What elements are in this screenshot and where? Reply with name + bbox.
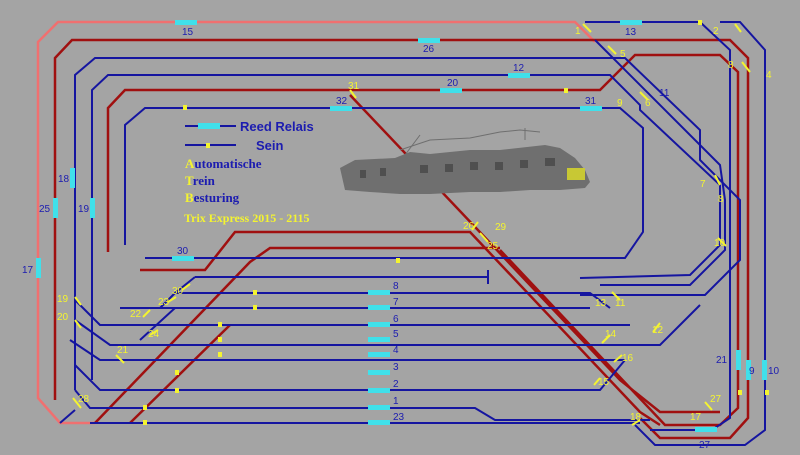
switch-label-29: 29: [495, 222, 507, 233]
switch-label-30: 30: [172, 286, 184, 297]
switch-label-25: 25: [487, 241, 499, 252]
switch-label-11a: 11: [659, 88, 670, 99]
switch-label-18: 18: [630, 412, 642, 423]
reed-label-19: 19: [78, 204, 90, 215]
switch-label-8: 8: [718, 194, 724, 205]
legend-reed-swatch: [198, 123, 220, 129]
title-line-3: Besturing: [185, 190, 240, 205]
reed-relais-9: [746, 360, 751, 380]
reed-relais-track-8: [368, 290, 390, 295]
reed-relais-19: [90, 198, 95, 218]
reed-relais-27: [695, 427, 717, 432]
switch-label-28: 28: [78, 394, 90, 405]
reed-relais-track-2: [368, 388, 390, 393]
reed-label-2: 2: [393, 379, 399, 390]
switch-label-19: 19: [57, 294, 69, 305]
reed-relais-group: [36, 20, 767, 432]
switch-label-17: 17: [690, 412, 702, 423]
switch-label-22: 22: [130, 309, 142, 320]
reed-relais-track-3: [368, 370, 390, 375]
switch-label-16: 16: [622, 353, 634, 364]
switch-label-14: 14: [605, 329, 617, 340]
switch-label-13: 13: [595, 298, 607, 309]
reed-label-12: 12: [513, 63, 525, 74]
locomotive-image: [340, 128, 590, 194]
switch-label-8b: 8: [728, 60, 734, 71]
reed-relais-track-1: [368, 405, 390, 410]
reed-relais-30: [172, 256, 194, 261]
reed-relais-21: [736, 350, 741, 370]
switch-label-11b: 11: [615, 298, 626, 309]
reed-label-25: 25: [39, 204, 51, 215]
switch-mark-group: [72, 23, 751, 426]
reed-label-21: 21: [716, 355, 728, 366]
signal-group: [143, 20, 769, 425]
reed-relais-26: [418, 38, 440, 43]
title-line-2: Trein: [185, 173, 216, 188]
track-blue-group: [59, 21, 766, 446]
switch-label-1: 1: [575, 26, 581, 37]
switch-label-20: 20: [57, 312, 69, 323]
reed-label-3: 3: [393, 362, 399, 373]
reed-relais-15: [175, 20, 197, 25]
reed-label-1: 1: [393, 396, 399, 407]
switch-label-6: 6: [645, 98, 651, 109]
reed-relais-track-23: [368, 420, 390, 425]
reed-relais-10: [762, 360, 767, 380]
reed-relais-track-5: [368, 337, 390, 342]
switch-label-5: 5: [620, 49, 626, 60]
reed-label-4: 4: [393, 345, 399, 356]
reed-relais-31: [580, 106, 602, 111]
reed-relais-25: [53, 198, 58, 218]
reed-label-8: 8: [393, 281, 399, 292]
reed-label-9: 9: [749, 366, 755, 377]
reed-label-18: 18: [58, 174, 70, 185]
track-outer-salmon: [36, 20, 596, 425]
reed-relais-track-4: [368, 352, 390, 357]
reed-label-7: 7: [393, 297, 399, 308]
reed-relais-track-7: [368, 305, 390, 310]
reed-relais-32: [330, 106, 352, 111]
reed-label-30: 30: [177, 246, 189, 257]
reed-label-31: 31: [585, 96, 597, 107]
switch-label-10: 10: [714, 238, 726, 249]
reed-label-17: 17: [22, 265, 34, 276]
reed-relais-track-6: [368, 322, 390, 327]
switch-label-15: 15: [598, 377, 610, 388]
legend-reed-label: Reed Relais: [240, 119, 314, 134]
reed-relais-18: [70, 168, 75, 188]
switch-label-7: 7: [700, 179, 706, 190]
reed-label-32: 32: [336, 96, 348, 107]
switch-label-27: 27: [710, 394, 722, 405]
reed-relais-17: [36, 258, 41, 278]
reed-relais-20: [440, 88, 462, 93]
switch-label-12: 12: [652, 325, 664, 336]
switch-label-21: 21: [117, 345, 129, 356]
subtitle: Trix Express 2015 - 2115: [184, 211, 310, 225]
switch-label-2: 2: [713, 26, 719, 37]
reed-label-15: 15: [182, 27, 194, 38]
title-line-1: Automatische: [185, 156, 262, 171]
reed-relais-13: [620, 20, 642, 25]
switch-label-24: 24: [148, 329, 160, 340]
switch-label-23: 23: [158, 297, 170, 308]
reed-label-13: 13: [625, 27, 637, 38]
legend-sein-label: Sein: [256, 138, 284, 153]
reed-label-27: 27: [699, 440, 711, 451]
reed-label-26: 26: [423, 44, 435, 55]
reed-relais-12: [508, 73, 530, 78]
switch-label-26: 26: [463, 221, 475, 232]
switch-label-9: 9: [617, 98, 623, 109]
switch-label-31: 31: [348, 81, 360, 92]
reed-label-5: 5: [393, 329, 399, 340]
reed-label-10: 10: [768, 366, 780, 377]
reed-label-23: 23: [393, 412, 405, 423]
legend-sein-swatch: [206, 143, 210, 148]
switch-label-4: 4: [766, 70, 772, 81]
reed-label-20: 20: [447, 78, 459, 89]
reed-label-6: 6: [393, 314, 399, 325]
